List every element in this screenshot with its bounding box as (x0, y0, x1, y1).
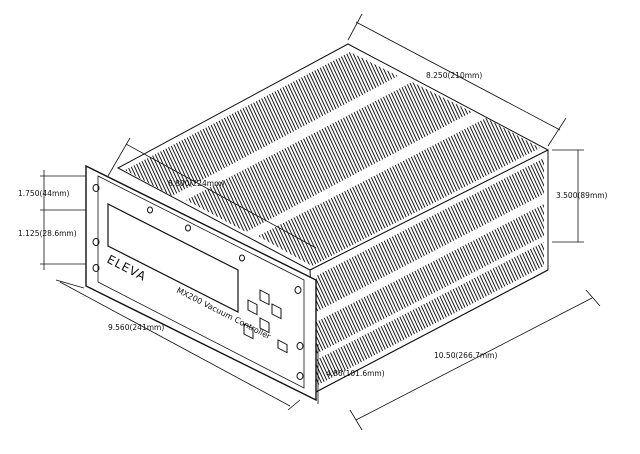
display-window (107, 203, 239, 313)
dim-panel-width-total: 9.560(241mm) (108, 323, 164, 332)
mount-hole-top-left (92, 184, 100, 192)
key-up (259, 289, 270, 306)
chassis (116, 43, 550, 393)
dim-panel-width-inner: 8.800(224mm) (168, 179, 224, 188)
side-hatch-band-1 (316, 158, 544, 312)
side-hatch-band-3 (316, 242, 544, 386)
dim-depth-total: 10.50(266.7mm) (434, 351, 497, 360)
key-mode (277, 339, 288, 354)
dim-panel-height: 4.80(101.6mm) (326, 369, 385, 378)
front-panel (85, 164, 317, 402)
dim-mount-upper: 1.750(44mm) (18, 189, 70, 198)
dimension-lines (40, 13, 601, 431)
key-enter (243, 323, 254, 340)
dim-mount-lower: 1.125(28.6mm) (18, 229, 77, 238)
mount-hole-mid-right (296, 342, 304, 350)
side-hatch-band-2 (316, 204, 544, 354)
panel-screw-2 (185, 224, 191, 232)
panel-screw-3 (239, 254, 245, 262)
mount-hole-mid-left (92, 238, 100, 246)
dim-depth-top: 8.250(210mm) (426, 71, 482, 80)
mount-hole-top-right (294, 286, 302, 294)
mount-hole-bottom-left (92, 264, 100, 272)
top-hatch-band-2 (186, 82, 472, 232)
mount-hole-bottom-right (296, 372, 304, 380)
key-down (259, 317, 270, 334)
front-panel-inner (97, 175, 305, 389)
dim-height-right: 3.500(89mm) (556, 191, 608, 200)
top-hatch-band-3 (258, 118, 540, 266)
key-left (247, 299, 258, 316)
panel-screw-1 (147, 206, 153, 214)
key-right (271, 303, 282, 320)
top-hatch-band-1 (125, 52, 398, 196)
